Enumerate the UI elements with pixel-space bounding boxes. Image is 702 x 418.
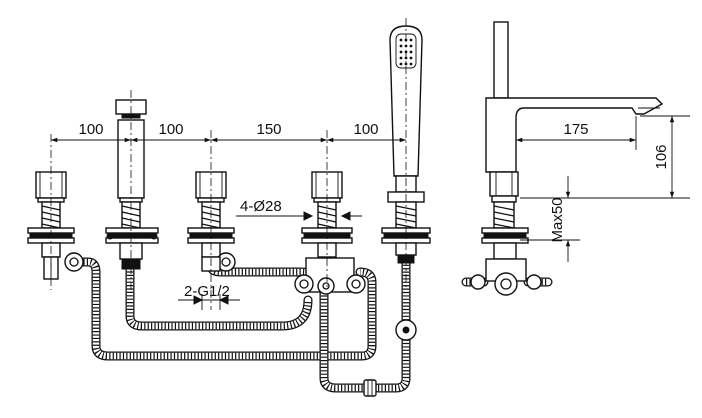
dim-spacing-1: 100 [78, 121, 103, 138]
valve-3 [294, 171, 366, 295]
hose-weight [395, 319, 417, 341]
hose-connector [363, 379, 377, 397]
dim-spout-reach: 175 [563, 121, 588, 138]
dim-spout-height: 106 [653, 144, 670, 169]
dim-inlet-thread: 2-G1/2 [184, 283, 230, 300]
dimension-hole-diameter: 4-Ø28 [236, 198, 362, 221]
side-view [470, 21, 664, 296]
dim-hole-diameter: 4-Ø28 [240, 198, 282, 215]
dimension-deck-thickness: Max50 [520, 176, 580, 262]
dim-spacing-4: 100 [353, 121, 378, 138]
dim-spacing-2: 100 [158, 121, 183, 138]
valve-2 [187, 171, 236, 272]
dimension-inlet-thread: 2-G1/2 [178, 283, 240, 310]
dim-deck-thickness: Max50 [549, 197, 566, 242]
dimension-spacing: 100 100 150 100 [51, 121, 406, 143]
dim-spacing-3: 150 [256, 121, 281, 138]
spout-front [105, 99, 159, 270]
center-lines [50, 18, 407, 310]
valve-1 [27, 171, 84, 280]
dimension-spout-height: 106 [520, 115, 690, 199]
dimension-spout-reach: 175 [516, 116, 637, 150]
